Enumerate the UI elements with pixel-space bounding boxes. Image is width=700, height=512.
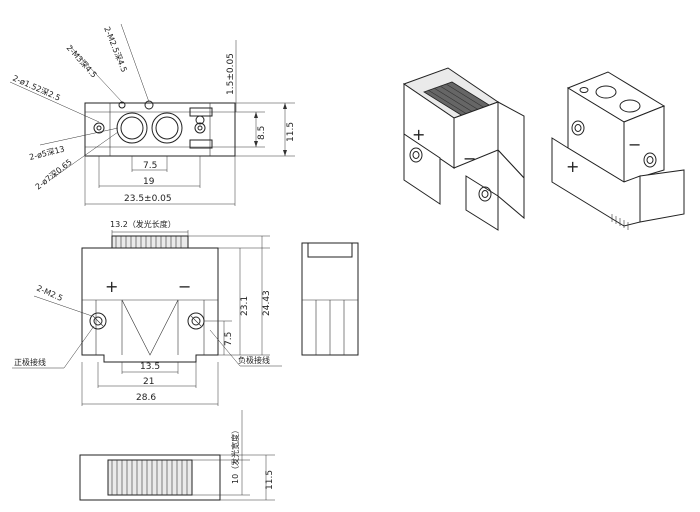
label-emit-length: 13.2（发光长度） xyxy=(110,219,176,229)
dim-28-6: 28.6 xyxy=(136,393,156,403)
isometric-view-right: + − xyxy=(551,71,685,230)
phi152-hole-left xyxy=(93,122,105,134)
m25-hole xyxy=(144,100,154,110)
phi5-hole-right xyxy=(151,112,183,144)
iso2-plus: + xyxy=(566,157,579,176)
label-phi5-depth: 2-ø5深13 xyxy=(28,144,65,161)
iso1-fins xyxy=(427,83,489,117)
dim-1-5: 1.5±0.05 xyxy=(226,53,236,95)
label-phi152-depth: 2-ø1.52深2.5 xyxy=(11,74,62,103)
dim-21: 21 xyxy=(143,377,154,387)
dim-8-5: 8.5 xyxy=(257,126,267,140)
phi152-hole-right xyxy=(194,122,206,134)
top-view xyxy=(84,100,236,157)
dim-11-5-top: 11.5 xyxy=(286,122,296,142)
fin-lines xyxy=(115,236,182,248)
dim-11-5-bottom: 11.5 xyxy=(265,470,275,490)
label-m25: 2-M2.5 xyxy=(35,284,64,303)
top-view-bottom-dims xyxy=(84,156,236,206)
dim-23-1: 23.1 xyxy=(240,296,250,316)
top-view-right-dims xyxy=(235,40,295,157)
top-view-leaders xyxy=(9,23,150,181)
side-view xyxy=(301,242,359,356)
label-negative-terminal: 负极接线 xyxy=(238,355,270,365)
label-positive-terminal: 正极接线 xyxy=(14,357,46,367)
iso2-minus: − xyxy=(628,135,641,154)
bottom-fin-block xyxy=(107,459,193,496)
front-view-right-dims xyxy=(188,235,270,356)
dim-19: 19 xyxy=(143,177,155,187)
bottom-view-dims xyxy=(192,410,275,501)
dim-7-5-top: 7.5 xyxy=(143,161,157,171)
bottom-fin-lines xyxy=(111,460,188,495)
label-emit-width: 10（发光宽度） xyxy=(230,426,240,484)
dim-7-5-side: 7.5 xyxy=(224,332,234,346)
iso1-left-leg xyxy=(403,133,441,205)
dim-13-5: 13.5 xyxy=(140,362,160,372)
iso1-minus: − xyxy=(463,149,476,168)
minus-sign: − xyxy=(178,277,191,296)
iso2-fins xyxy=(611,214,629,230)
bottom-view xyxy=(79,454,221,501)
iso1-right-leg xyxy=(465,175,499,231)
plus-sign: + xyxy=(105,277,118,296)
iso1-plus: + xyxy=(412,125,425,144)
dim-24-43: 24.43 xyxy=(262,290,272,316)
front-view-bottom-dims xyxy=(81,362,219,406)
dim-23-5: 23.5±0.05 xyxy=(124,194,172,204)
front-body-outline xyxy=(81,247,219,363)
front-view: + − xyxy=(81,235,219,363)
positive-screw xyxy=(89,312,107,330)
label-m25-depth: 2-M2.5深4.5 xyxy=(102,25,128,73)
isometric-view-left: + − xyxy=(402,67,525,231)
emitting-strip xyxy=(111,235,189,249)
label-phi7-depth: 2-ø7深0.65 xyxy=(34,158,74,192)
label-m3-depth: 2-M3深4.5 xyxy=(65,43,99,79)
